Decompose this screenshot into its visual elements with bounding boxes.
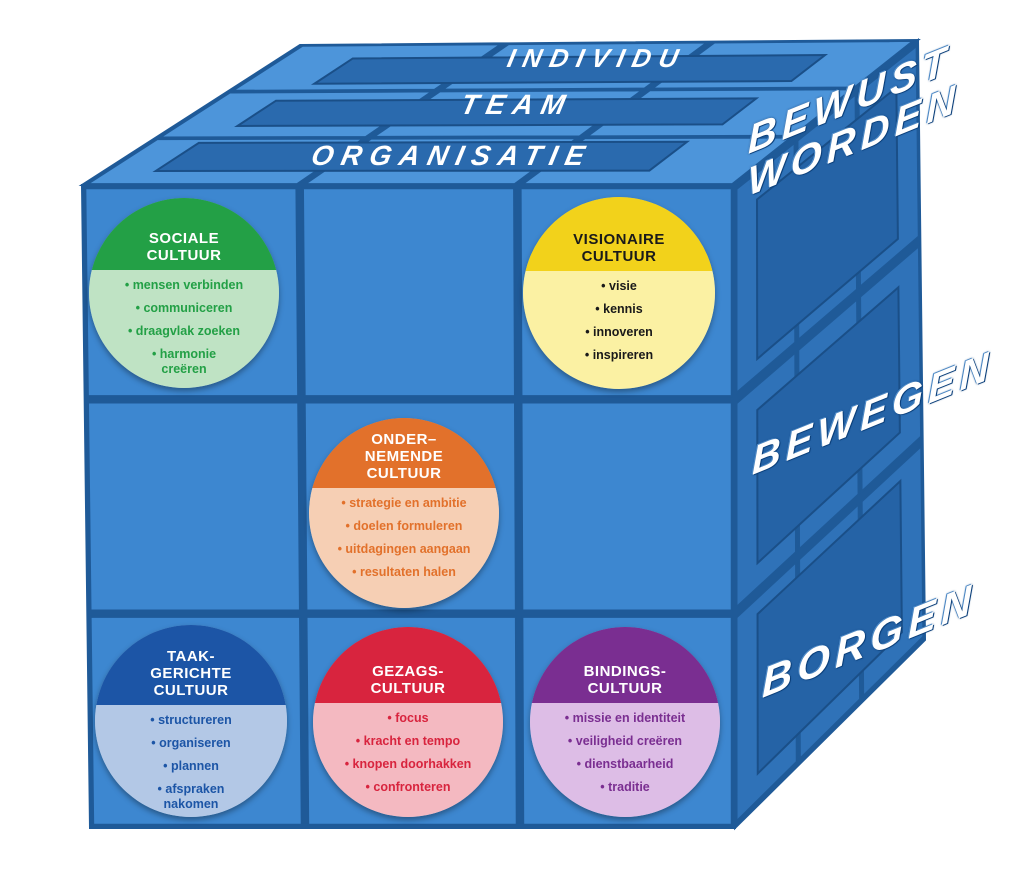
culture-item: • communiceren [135, 301, 233, 315]
side-label-slot-1 [756, 285, 901, 566]
culture-item: • kracht en tempo [355, 734, 461, 748]
culture-item: • draagvlak zoeken [127, 324, 241, 338]
culture-item: • doelen formuleren [345, 519, 463, 533]
front-cell-1-0 [86, 401, 301, 612]
top-labels: INDIVIDU TEAM ORGANISATIE [309, 43, 689, 171]
circle-header: BINDINGS- CULTUUR [530, 627, 720, 703]
circle-items: • structureren • organiseren • plannen •… [95, 705, 287, 817]
circle-items: • focus • kracht en tempo • knopen doorh… [313, 703, 503, 817]
circle-title-line: VISIONAIRE [573, 231, 665, 248]
bindings-cultuur-circle: BINDINGS- CULTUUR • missie en identiteit… [530, 627, 720, 817]
gezags-cultuur-circle: GEZAGS- CULTUUR • focus • kracht en temp… [313, 627, 503, 817]
circle-header: GEZAGS- CULTUUR [313, 627, 503, 703]
circle-title-line: BINDINGS- [583, 663, 667, 680]
top-label-organisatie: ORGANISATIE [309, 139, 596, 171]
circle-items: • missie en identiteit • veiligheid creë… [530, 703, 720, 817]
top-label-team: TEAM [458, 88, 576, 120]
culture-item: • uitdagingen aangaan [337, 542, 471, 556]
circle-title-line: CULTUUR [587, 680, 663, 697]
circle-title-line: CULTUUR [366, 465, 442, 482]
circle-title-line: ONDER– [371, 431, 437, 448]
side-label-slot-2 [756, 478, 903, 776]
culture-item: • plannen [163, 759, 219, 773]
circle-items: • mensen verbinden • communiceren • draa… [89, 270, 279, 388]
sociale-cultuur-circle: SOCIALE CULTUUR • mensen verbinden • com… [89, 198, 279, 388]
top-label-slot-1 [234, 97, 760, 128]
culture-item: • resultaten halen [352, 565, 456, 579]
culture-item: • organiseren [151, 736, 231, 750]
culture-item: • traditie [600, 780, 650, 794]
taakgerichte-cultuur-circle: TAAK- GERICHTE CULTUUR • structureren • … [95, 625, 287, 817]
culture-item: • dienstbaarheid [576, 757, 674, 771]
circle-title-line: GEZAGS- [372, 663, 444, 680]
top-label-slot-0 [310, 54, 829, 85]
circle-title-line: TAAK- [166, 648, 216, 665]
culture-item: • harmonie creëren [151, 347, 217, 376]
ondernemende-cultuur-circle: ONDER– NEMENDE CULTUUR • strategie en am… [309, 418, 499, 608]
culture-item: • kennis [595, 302, 643, 316]
culture-item: • structureren [150, 713, 232, 727]
front-cell-1-2 [520, 401, 733, 612]
circle-header: ONDER– NEMENDE CULTUUR [309, 418, 499, 488]
culture-item: • mensen verbinden [124, 278, 244, 292]
circle-items: • visie • kennis • innoveren • inspirere… [523, 271, 715, 389]
side-label-slot-0 [756, 85, 899, 362]
circle-title-line: CULTUUR [370, 680, 446, 697]
culture-item: • visie [601, 279, 637, 293]
culture-item: • inspireren [584, 348, 654, 362]
circle-header: SOCIALE CULTUUR [89, 198, 279, 270]
top-label-slot-2 [152, 140, 691, 172]
circle-header: TAAK- GERICHTE CULTUUR [95, 625, 287, 705]
culture-item: • strategie en ambitie [341, 496, 467, 510]
circle-title-line: GERICHTE [150, 665, 232, 682]
circle-items: • strategie en ambitie • doelen formuler… [309, 488, 499, 608]
circle-title-line: SOCIALE [148, 230, 220, 247]
cube-side-face [734, 37, 927, 831]
circle-title-line: CULTUUR [146, 247, 222, 264]
culture-item: • missie en identiteit [564, 711, 686, 725]
culture-item: • confronteren [365, 780, 451, 794]
culture-item: • knopen doorhakken [344, 757, 472, 771]
circle-title-line: CULTUUR [581, 248, 657, 265]
culture-item: • innoveren [585, 325, 653, 339]
cube-top-face [78, 38, 921, 186]
circle-title-line: NEMENDE [364, 448, 444, 465]
culture-item: • focus [387, 711, 429, 725]
culture-item: • veiligheid creëren [567, 734, 683, 748]
circle-title-line: CULTUUR [153, 682, 229, 699]
top-label-individu: INDIVIDU [505, 43, 689, 73]
culture-item: • afspraken nakomen [157, 782, 225, 811]
circle-header: VISIONAIRE CULTUUR [523, 197, 715, 271]
visionaire-cultuur-circle: VISIONAIRE CULTUUR • visie • kennis • in… [523, 197, 715, 389]
front-cell-0-1 [301, 187, 516, 398]
